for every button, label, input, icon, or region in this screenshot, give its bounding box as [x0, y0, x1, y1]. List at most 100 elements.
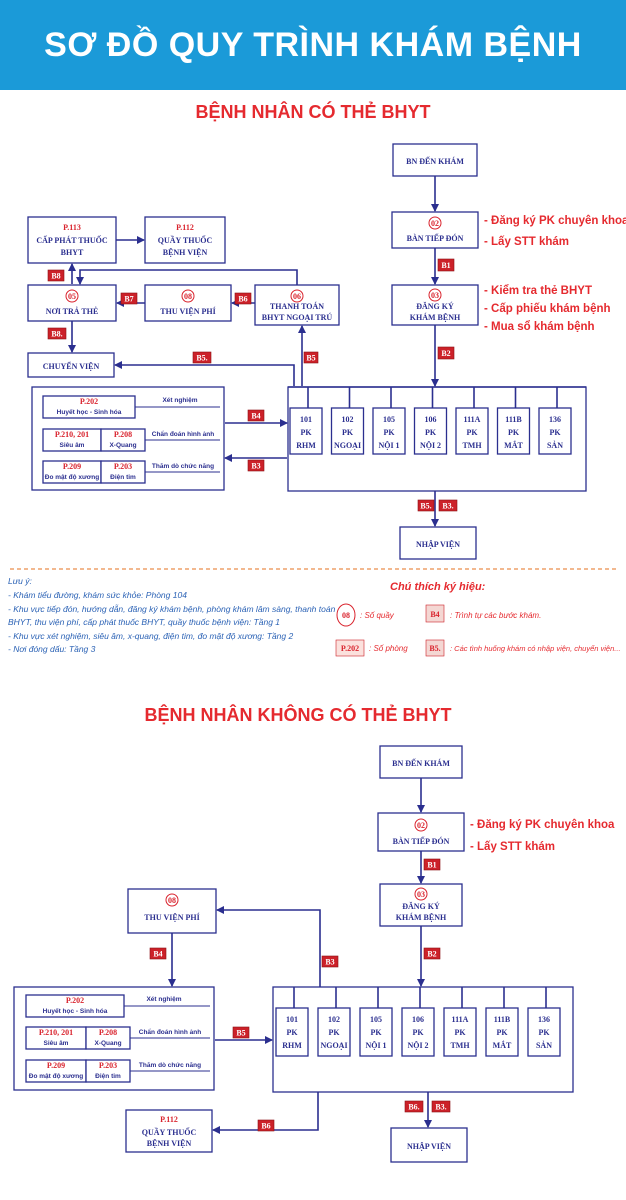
s1-note-cap-phieu: - Cấp phiếu khám bệnh [484, 303, 611, 315]
notes-heading: Lưu ý: [8, 576, 32, 586]
s2-thu-vien-phi-label: THU VIỆN PHÍ [144, 912, 199, 922]
s1-bn-den-kham-box: BN ĐẾN KHÁM [392, 143, 478, 177]
s2-note-dang-ky-pk: - Đăng ký PK chuyên khoa [470, 819, 615, 831]
s1-thanh-toan-box: 06 THANH TOÁN BHYT NGOẠI TRÚ [254, 284, 340, 326]
s2-dang-ky-num: 03 [417, 890, 425, 899]
s2-clinic-pk: PK [454, 1028, 466, 1037]
section1-title: BỆNH NHÂN CÓ THẺ BHYT [195, 101, 430, 122]
s1-lab-chan-doan: Chẩn đoán hình ảnh [152, 430, 214, 438]
s1-step-b6: B6 [238, 295, 247, 304]
s2-clinic-pk: PK [496, 1028, 508, 1037]
s1-p113-num: P.113 [63, 223, 81, 232]
s1-clinic-code: 106 [425, 415, 437, 424]
s1-thu-vien-phi-label: THU VIỆN PHÍ [160, 306, 215, 316]
s2-bn-den-kham-label: BN ĐẾN KHÁM [392, 758, 450, 768]
s1-clinic-pk: PK [549, 428, 561, 437]
s1-lab-p202: P.202 [80, 397, 98, 406]
s2-clinic-code: 106 [412, 1015, 424, 1024]
s1-step-b7: B7 [124, 295, 133, 304]
s2-p112-line2: BỆNH VIỆN [147, 1139, 192, 1148]
s1-nhap-vien-label: NHẬP VIỆN [416, 540, 460, 549]
s1-lab-do-mat-do: Đo mật độ xương [45, 474, 99, 481]
s1-clinic-name: NỘI 2 [420, 441, 441, 450]
s1-clinic-name: SẢN [547, 440, 563, 450]
s2-dang-ky-line2: KHÁM BỆNH [396, 912, 447, 922]
s2-lab-dien-tim: Điện tim [95, 1073, 121, 1080]
s1-noi-tra-the-label: NƠI TRẢ THẺ [46, 306, 99, 316]
s2-p112-line1: QUẦY THUỐC [142, 1127, 197, 1137]
s1-clinic-pk: PK [342, 428, 354, 437]
page-title: SƠ ĐỒ QUY TRÌNH KHÁM BỆNH [44, 26, 582, 64]
s1-ban-tiep-don-box: 02 BÀN TIẾP ĐÓN [391, 211, 479, 249]
s1-lab-sieu-am: Siêu âm [60, 442, 85, 449]
s1-clinic-pk: PK [300, 428, 312, 437]
s1-lab-p210: P.210, 201 [55, 430, 89, 439]
legend-counter-sample: 08 [342, 611, 350, 620]
s1-step-b5dot-bottom: B5. [420, 502, 431, 511]
s1-dang-ky-line2: KHÁM BỆNH [410, 312, 461, 322]
section2-title: BỆNH NHÂN KHÔNG CÓ THẺ BHYT [144, 704, 451, 725]
s2-lab-huyet-hoc: Huyết học - Sinh hóa [43, 1007, 108, 1015]
s1-clinic-name: RHM [296, 441, 316, 450]
s2-clinic-name: NỘI 2 [407, 1041, 428, 1050]
s2-dang-ky-box: 03 ĐĂNG KÝ KHÁM BỆNH [379, 883, 463, 927]
s2-step-b3: B3 [325, 958, 334, 967]
s2-lab-p202: P.202 [66, 996, 84, 1005]
legend-heading: Chú thích ký hiệu: [390, 581, 486, 593]
s1-step-b8: B8 [51, 272, 60, 281]
s1-thanh-toan-line1: THANH TOÁN [270, 301, 324, 311]
s2-lab-group: P.202 Huyết học - Sinh hóa Xét nghiệm P.… [13, 986, 215, 1091]
s2-thu-vien-phi-num: 08 [168, 896, 176, 905]
s2-clinic-name: NỘI 1 [365, 1041, 386, 1050]
s1-p113-box: P.113 CẤP PHÁT THUỐC BHYT [27, 216, 117, 264]
s1-step-b8dot: B8. [51, 330, 62, 339]
s1-thu-vien-phi-box: 08 THU VIỆN PHÍ [144, 284, 232, 322]
s1-clinic-code: 136 [549, 415, 561, 424]
legend-room-sample: P.202 [341, 644, 359, 653]
s2-lab-chan-doan: Chẩn đoán hình ảnh [139, 1028, 201, 1036]
s2-step-b3dot: B3. [435, 1103, 446, 1112]
s1-thu-vien-phi-num: 08 [184, 292, 192, 301]
s1-ban-tiep-don-num: 02 [431, 219, 439, 228]
s2-clinic-pk: PK [538, 1028, 550, 1037]
s2-clinic-pk: PK [286, 1028, 298, 1037]
s1-bn-den-kham-label: BN ĐẾN KHÁM [406, 156, 464, 166]
s2-thu-vien-phi-box: 08 THU VIỆN PHÍ [127, 888, 217, 934]
s2-lab-p210: P.210, 201 [39, 1028, 73, 1037]
s1-clinic-code: 101 [300, 415, 312, 424]
s1-lab-dien-tim: Điện tim [110, 474, 136, 481]
s2-step-b5: B5 [236, 1029, 245, 1038]
s1-chuyen-vien-box: CHUYỂN VIỆN [27, 352, 115, 378]
notes-line-3: BHYT, thu viện phí, cấp phát thuốc BHYT,… [8, 617, 280, 627]
s2-clinic-code: 136 [538, 1015, 550, 1024]
s2-clinic-name: NGOẠI [320, 1041, 347, 1050]
s1-p112-box: P.112 QUẦY THUỐC BỆNH VIỆN [144, 216, 226, 264]
s1-step-b2: B2 [441, 349, 450, 358]
legend-counter-label: : Số quầy [360, 611, 395, 620]
s2-clinic-pk: PK [412, 1028, 424, 1037]
s1-thanh-toan-num: 06 [293, 292, 301, 301]
s2-lab-p203: P.203 [99, 1061, 117, 1070]
s1-clinic-pk: PK [425, 428, 437, 437]
s1-clinic-code: 111B [505, 415, 522, 424]
s2-ban-tiep-don-num: 02 [417, 821, 425, 830]
s2-nhap-vien-box: NHẬP VIỆN [390, 1127, 468, 1163]
s1-lab-p209: P.209 [63, 462, 81, 471]
s2-lab-sieu-am: Siêu âm [44, 1040, 69, 1047]
title-banner: SƠ ĐỒ QUY TRÌNH KHÁM BỆNH [0, 0, 626, 90]
s1-clinic-name: TMH [462, 441, 482, 450]
s1-ban-tiep-don-label: BÀN TIẾP ĐÓN [407, 233, 464, 243]
s2-step-b6: B6 [261, 1122, 270, 1131]
s2-clinic-name: RHM [282, 1041, 302, 1050]
